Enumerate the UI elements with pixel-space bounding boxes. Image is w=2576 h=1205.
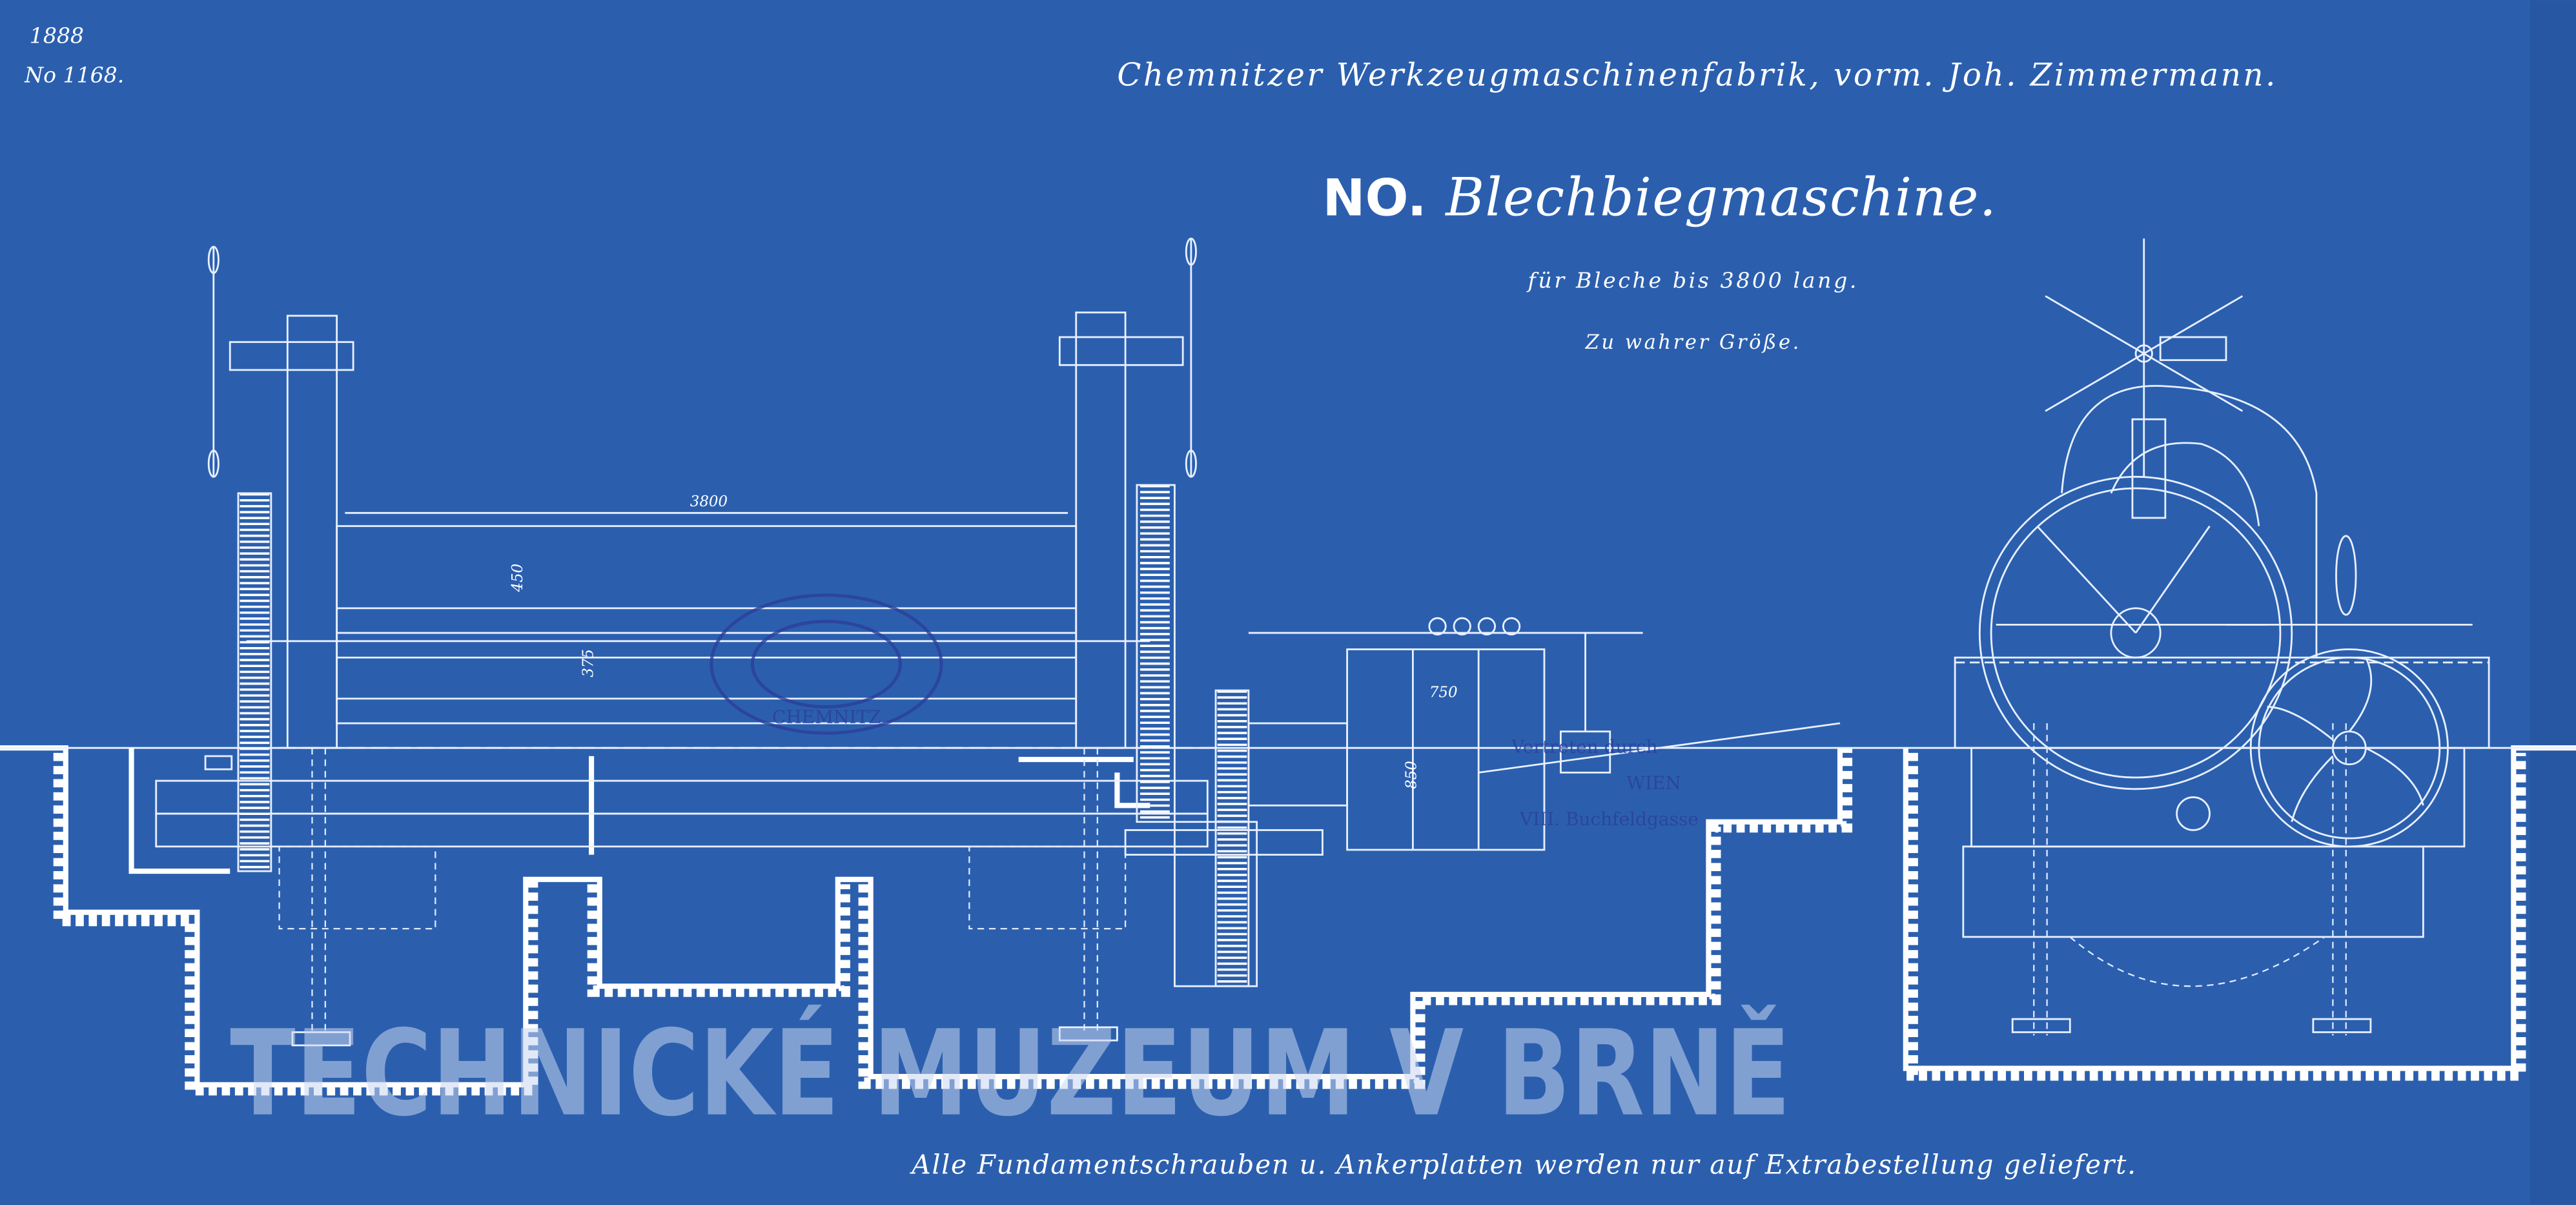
right-frame: [1058, 237, 1197, 1042]
dealer-stamp-line1: Vertreten durch: [1511, 736, 1658, 757]
dealer-stamp-line3: VIII. Buchfeldgasse: [1519, 808, 1699, 830]
paper-shade: [2530, 0, 2576, 1205]
manufacturer-heading: Chemnitzer Werkzeugmaschinenfabrik, vorm…: [1117, 57, 2275, 94]
year-label: 1888: [30, 23, 84, 48]
bending-rollers: [155, 511, 1216, 930]
dealer-stamp-line2: WIEN: [1626, 772, 1681, 794]
left-frame: [207, 245, 354, 1047]
footer-note: Alle Fundamentschrauben u. Ankerplatten …: [909, 1149, 2136, 1180]
scale-note: Zu wahrer Größe.: [1585, 331, 1799, 354]
drawing-title: Blechbiegmaschine.: [1444, 167, 1996, 229]
drawing-number: No 1168.: [24, 63, 124, 88]
dealer-stamp: Vertreten durch WIEN VIII. Buchfeldgasse: [1511, 736, 1699, 830]
museum-watermark: TECHNICKÉ MUZEUM V BRNĚ: [230, 1004, 1790, 1143]
dim-roller-height: 450: [509, 564, 526, 593]
subtitle: für Bleche bis 3800 lang.: [1526, 268, 1857, 293]
dim-drive-height: 850: [1403, 761, 1420, 789]
oval-stamp-city: CHEMNITZ: [772, 706, 881, 728]
oval-stamp: CHEMNITZ: [710, 593, 943, 735]
dim-roller-gap: 375: [580, 649, 597, 677]
dim-drive-width: 750: [1429, 684, 1458, 701]
dim-roller-length: 3800: [690, 493, 728, 510]
side-elevation: [1954, 238, 2490, 1036]
foundation: [0, 745, 2576, 1096]
title-prefix: NO.: [1322, 169, 1426, 228]
drive-gear-section: [1124, 617, 1841, 987]
